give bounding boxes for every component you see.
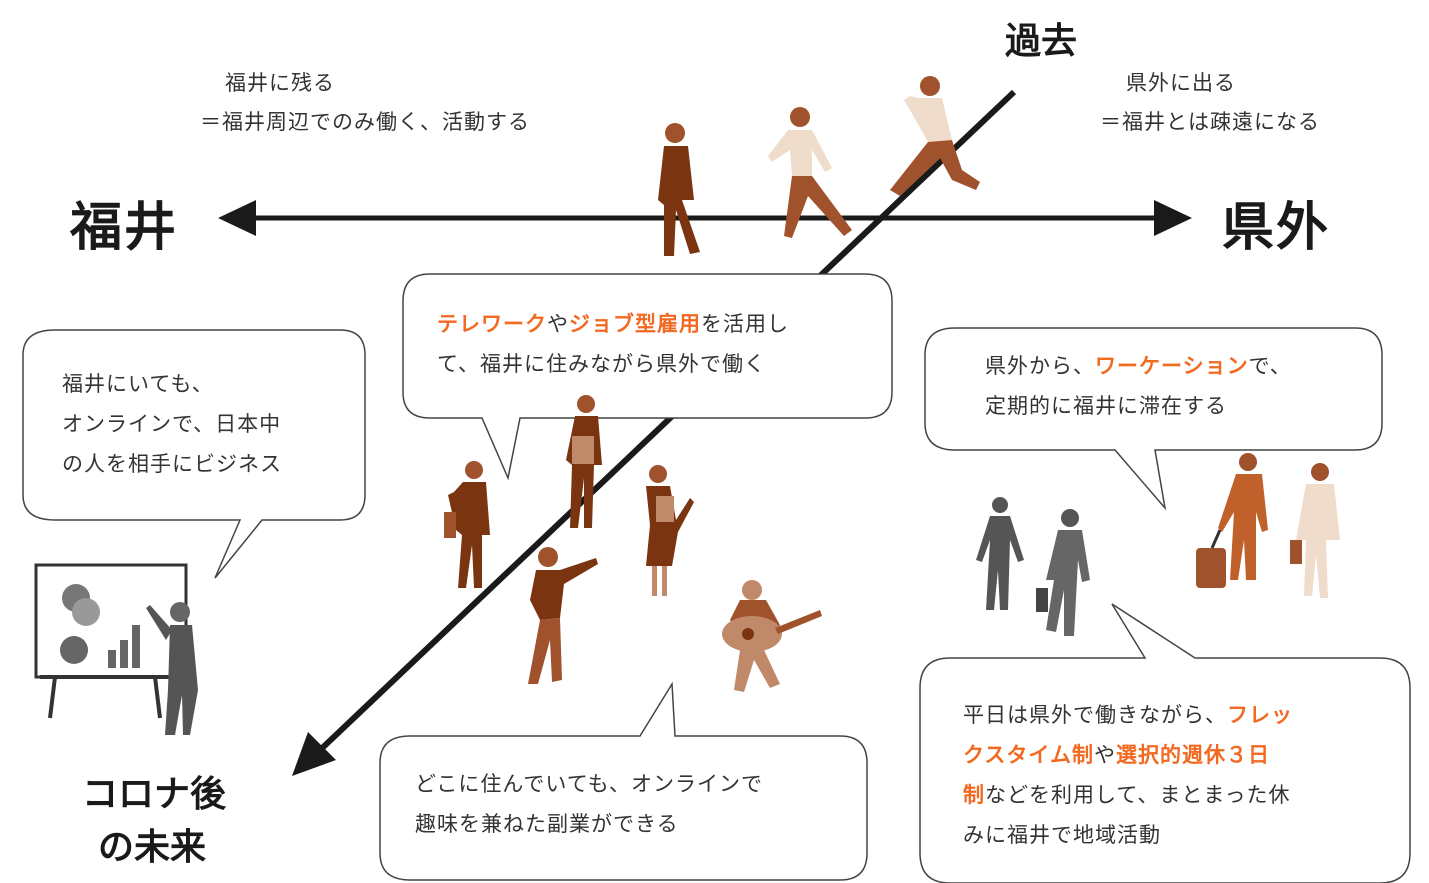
left-note-line2: ＝福井周辺でのみ働く、活動する <box>200 110 530 134</box>
bubble-2-text: テレワークやジョブ型雇用を活用し て、福井に住みながら県外で働く <box>437 304 789 384</box>
presentation-board-illustration <box>34 563 198 735</box>
bubble-1-shape <box>22 329 366 579</box>
right-group-people <box>976 453 1340 636</box>
bubble-3-tail: で、 <box>1248 354 1292 378</box>
right-axis-label: 県外 <box>1222 198 1331 258</box>
highlight-workation: ワーケーション <box>1095 354 1249 378</box>
bubble-2-shape <box>402 273 893 481</box>
top-axis-label: 過去 <box>1005 21 1078 62</box>
bubble-5-tail: などを利用して、まとまった休 <box>985 783 1291 807</box>
bubble-5-line4: みに福井で地域活動 <box>963 823 1161 847</box>
bubble-1-line2: オンラインで、日本中 <box>62 412 282 436</box>
bubble-3-shape <box>924 327 1383 511</box>
bubble-3-line2: 定期的に福井に滞在する <box>985 394 1227 418</box>
bubble-5-line2: クスタイム制や選択的週休３日 <box>963 735 1293 775</box>
bubble-2-line2: て、福井に住みながら県外で働く <box>437 352 766 376</box>
middle-group-people <box>444 395 822 692</box>
bubble-1-line1: 福井にいても、 <box>62 372 214 396</box>
highlight-job-type: ジョブ型雇用 <box>569 312 701 336</box>
bottom-axis-label-line2: の未来 <box>98 827 207 868</box>
bubble-2-line1: テレワークやジョブ型雇用を活用し <box>437 304 789 344</box>
diagonal-axis <box>292 89 1017 776</box>
bubble-4-text: どこに住んでいても、オンラインで 趣味を兼ねた副業ができる <box>415 764 763 844</box>
bottom-axis-label-line1: コロナ後 <box>82 774 227 815</box>
bubble-1-text: 福井にいても、 オンラインで、日本中 の人を相手にビジネス <box>62 364 282 484</box>
bubble-3-lead: 県外から、 <box>985 354 1095 378</box>
bubble-5-text: 平日は県外で働きながら、フレッ クスタイム制や選択的週休３日 制などを利用して、… <box>963 695 1293 855</box>
right-note-line1: 県外に出る <box>1126 71 1236 95</box>
bubble-5-line3: 制などを利用して、まとまった休 <box>963 775 1293 815</box>
bubble-3-line1: 県外から、ワーケーションで、 <box>985 346 1292 386</box>
bubble-1-line3: の人を相手にビジネス <box>62 452 282 476</box>
horizontal-axis <box>218 200 1192 236</box>
highlight-four-day-week-2: 制 <box>963 783 985 807</box>
highlight-flex-1: フレッ <box>1227 703 1293 727</box>
highlight-telework: テレワーク <box>437 312 547 336</box>
bubble-5-connector: や <box>1093 743 1116 767</box>
bubble-5-lead: 平日は県外で働きながら、 <box>963 703 1227 727</box>
speech-bubbles <box>22 273 1411 883</box>
diagonal-arrowhead <box>292 732 336 776</box>
left-note-line1: 福井に残る <box>225 71 335 95</box>
right-arrowhead <box>1154 200 1192 236</box>
walking-people-past <box>658 76 980 256</box>
bubble-3-text: 県外から、ワーケーションで、 定期的に福井に滞在する <box>985 346 1292 426</box>
left-axis-label: 福井 <box>70 198 179 258</box>
bubble-2-connector: や <box>547 312 569 336</box>
bubble-2-tail: を活用し <box>701 312 789 336</box>
bubble-5-line1: 平日は県外で働きながら、フレッ <box>963 695 1293 735</box>
left-arrowhead <box>218 200 256 236</box>
right-note-line2: ＝福井とは疎遠になる <box>1100 110 1320 134</box>
highlight-four-day-week-1: 選択的週休３日 <box>1115 743 1270 767</box>
highlight-flex-2: クスタイム制 <box>963 743 1094 767</box>
bubble-4-line2: 趣味を兼ねた副業ができる <box>415 812 679 836</box>
bubble-4-line1: どこに住んでいても、オンラインで <box>415 772 764 796</box>
bubble-4-shape <box>379 681 868 881</box>
